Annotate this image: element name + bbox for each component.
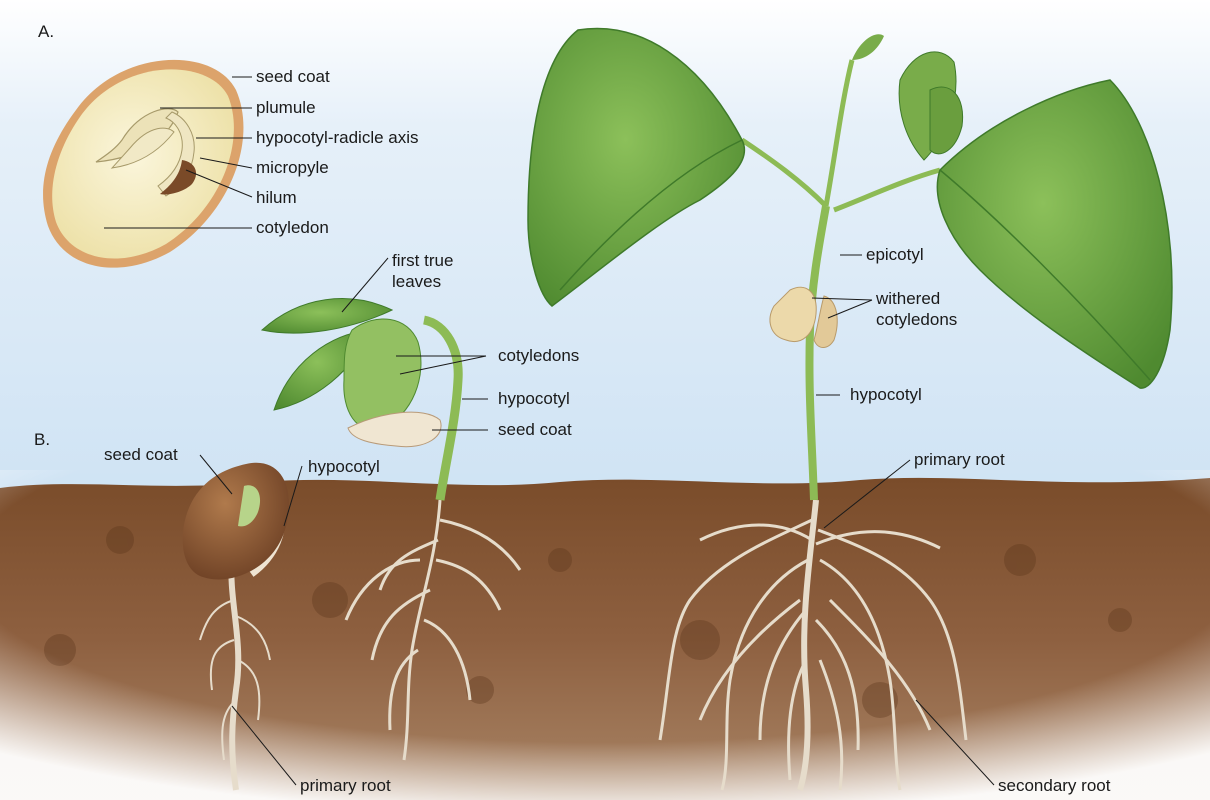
- label-primary-root-left: primary root: [300, 776, 391, 796]
- label-cotyledons: cotyledons: [498, 346, 579, 366]
- label-seed-coat-left: seed coat: [104, 445, 178, 465]
- label-hypocotyl-radicle-axis: hypocotyl-radicle axis: [256, 128, 419, 148]
- label-first-true-leaves: first true leaves: [392, 250, 453, 292]
- panel-label-b: B.: [34, 430, 50, 450]
- label-hypocotyl-left: hypocotyl: [308, 457, 380, 477]
- label-seed-coat-mid: seed coat: [498, 420, 572, 440]
- panel-label-a: A.: [38, 22, 54, 42]
- label-hilum: hilum: [256, 188, 297, 208]
- label-plumule: plumule: [256, 98, 316, 118]
- withered-cotyledons-line1: withered: [876, 289, 940, 308]
- withered-cotyledons-line2: cotyledons: [876, 310, 957, 329]
- label-secondary-root: secondary root: [998, 776, 1110, 796]
- label-hypocotyl-mid: hypocotyl: [498, 389, 570, 409]
- first-true-leaves-line2: leaves: [392, 272, 441, 291]
- first-true-leaves-line1: first true: [392, 251, 453, 270]
- label-epicotyl: epicotyl: [866, 245, 924, 265]
- label-hypocotyl-right: hypocotyl: [850, 385, 922, 405]
- label-cotyledon: cotyledon: [256, 218, 329, 238]
- label-seed-coat-a: seed coat: [256, 67, 330, 87]
- label-primary-root-right: primary root: [914, 450, 1005, 470]
- label-withered-cotyledons: withered cotyledons: [876, 288, 957, 330]
- label-micropyle: micropyle: [256, 158, 329, 178]
